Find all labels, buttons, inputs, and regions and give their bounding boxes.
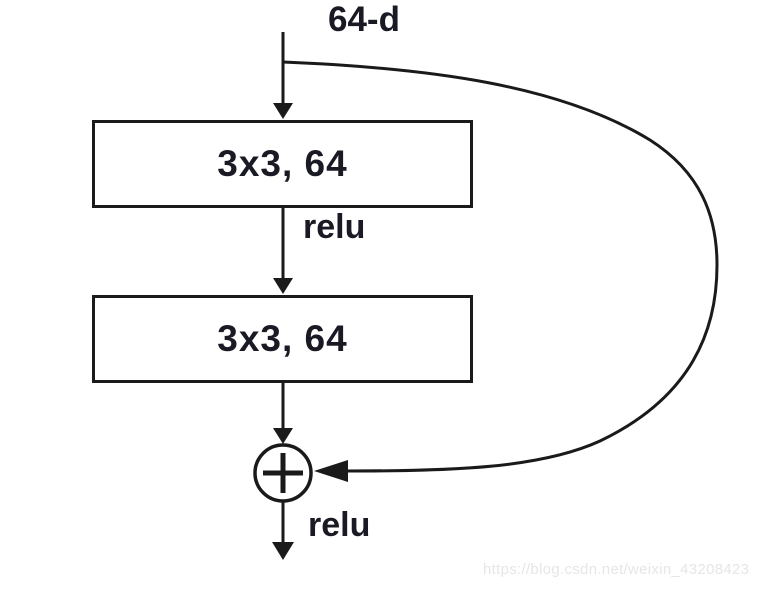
conv1-conv2-arrowhead: [273, 278, 293, 294]
conv-layer-box-1: 3x3, 64: [92, 120, 473, 208]
input-dimension-label: 64-d: [328, 0, 400, 39]
watermark-text: https://blog.csdn.net/weixin_43208423: [483, 561, 750, 578]
skip-arrowhead: [314, 460, 348, 482]
input-arrowhead: [273, 103, 293, 119]
conv-layer-2-label: 3x3, 64: [217, 318, 348, 359]
relu-label-2: relu: [308, 506, 371, 544]
relu-label-1: relu: [303, 208, 366, 246]
conv-layer-1-label: 3x3, 64: [217, 143, 348, 184]
output-arrowhead: [272, 542, 294, 560]
conv2-add-arrowhead: [273, 428, 293, 444]
plus-icon: [263, 453, 303, 493]
conv-layer-box-2: 3x3, 64: [92, 295, 473, 383]
skip-connection-curve: [282, 60, 719, 473]
